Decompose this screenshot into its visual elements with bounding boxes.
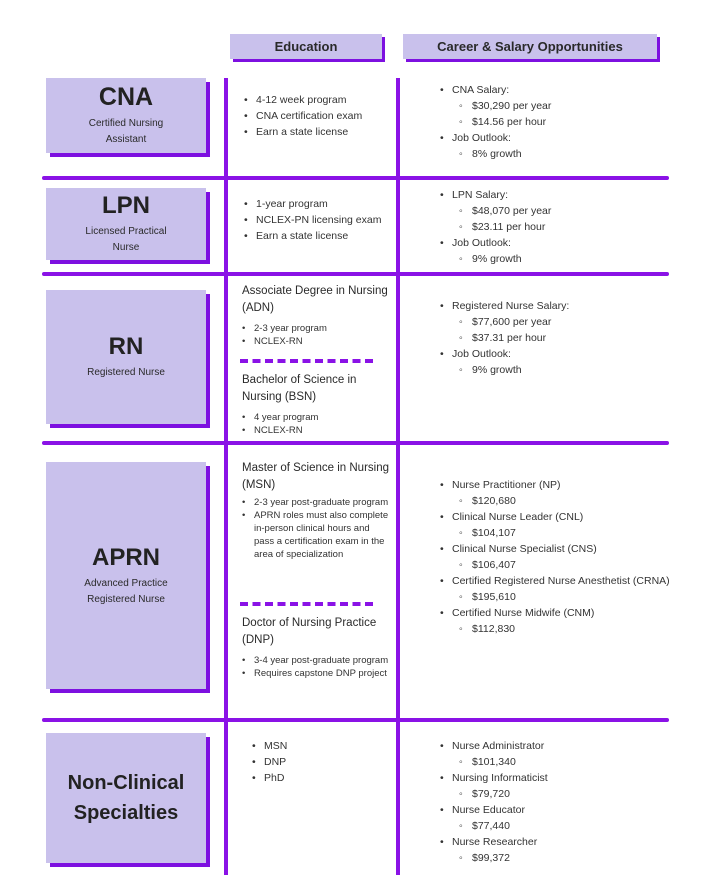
role-full-name: Registered Nurse [87, 367, 165, 378]
list-item: $77,600 per year [440, 314, 680, 330]
education-dnp: Doctor of Nursing Practice (DNP) 3-4 yea… [242, 615, 392, 680]
degree-separator [240, 359, 373, 363]
education-adn: Associate Degree in Nursing (ADN) 2-3 ye… [242, 283, 392, 348]
list-item: $101,340 [440, 754, 680, 770]
list-item: Job Outlook: [440, 130, 680, 146]
column-divider-left [224, 78, 228, 875]
education-msn: Master of Science in Nursing (MSN) 2-3 y… [242, 460, 392, 561]
list-item: $30,290 per year [440, 98, 680, 114]
role-abbr: RN [108, 333, 144, 360]
role-abbr: LPN [102, 192, 150, 219]
list-item: $104,107 [440, 525, 700, 541]
degree-separator [240, 602, 373, 606]
career-list-aprn: Nurse Practitioner (NP) $120,680 Clinica… [440, 477, 700, 637]
list-item: DNP [252, 754, 392, 770]
list-item: $37.31 per hour [440, 330, 680, 346]
list-item: Certified Nurse Midwife (CNM) [440, 605, 700, 621]
role-card-lpn: LPN Licensed Practical Nurse [46, 188, 206, 260]
row-divider [42, 718, 669, 722]
degree-title: Master of Science in Nursing (MSN) [242, 462, 390, 491]
list-item: NCLEX-RN [242, 424, 392, 437]
degree-title: Associate Degree in Nursing (ADN) [242, 285, 388, 314]
list-item: PhD [252, 770, 392, 786]
list-item: $195,610 [440, 589, 700, 605]
row-divider [42, 441, 669, 445]
list-item: 3-4 year post-graduate program [242, 654, 392, 667]
degree-title: Bachelor of Science in Nursing (BSN) [242, 374, 357, 403]
role-card-aprn: APRN Advanced Practice Registered Nurse [46, 462, 206, 689]
list-item: Nurse Educator [440, 802, 680, 818]
row-divider [42, 272, 669, 276]
list-item: 8% growth [440, 146, 680, 162]
list-item: 2-3 year program [242, 322, 392, 335]
list-item: MSN [252, 738, 392, 754]
list-item: Certified Registered Nurse Anesthetist (… [440, 573, 700, 589]
list-item: LPN Salary: [440, 187, 680, 203]
education-header: Education [230, 34, 382, 59]
education-bsn: Bachelor of Science in Nursing (BSN) 4 y… [242, 372, 392, 437]
list-item: Nurse Practitioner (NP) [440, 477, 700, 493]
list-item: Clinical Nurse Specialist (CNS) [440, 541, 700, 557]
list-item: $23.11 per hour [440, 219, 680, 235]
list-item: $106,407 [440, 557, 700, 573]
column-divider-right [396, 78, 400, 875]
list-item: 2-3 year post-graduate program [242, 496, 392, 509]
role-abbr: CNA [98, 83, 154, 111]
education-list-cna: 4-12 week program CNA certification exam… [244, 92, 394, 140]
list-item: APRN roles must also complete in-person … [242, 509, 392, 561]
list-item: CNA certification exam [244, 108, 394, 124]
education-list-non-clinical: MSN DNP PhD [252, 738, 392, 786]
role-card-cna: CNA Certified Nursing Assistant [46, 78, 206, 153]
role-abbr: APRN [91, 543, 160, 571]
list-item: 9% growth [440, 362, 680, 378]
career-list-non-clinical: Nurse Administrator $101,340 Nursing Inf… [440, 738, 680, 866]
role-full-name: Licensed Practical Nurse [85, 226, 167, 253]
list-item: CNA Salary: [440, 82, 680, 98]
education-list-lpn: 1-year program NCLEX-PN licensing exam E… [244, 196, 394, 244]
list-item: $120,680 [440, 493, 700, 509]
role-abbr: Non-Clinical Specialties [67, 772, 185, 824]
role-full-name: Certified Nursing Assistant [88, 118, 164, 145]
career-list-cna: CNA Salary: $30,290 per year $14.56 per … [440, 82, 680, 162]
career-header: Career & Salary Opportunities [403, 34, 657, 59]
list-item: 1-year program [244, 196, 394, 212]
list-item: $14.56 per hour [440, 114, 680, 130]
list-item: Registered Nurse Salary: [440, 298, 680, 314]
list-item: $112,830 [440, 621, 700, 637]
list-item: Requires capstone DNP project [242, 667, 392, 680]
list-item: 9% growth [440, 251, 680, 267]
list-item: Job Outlook: [440, 235, 680, 251]
career-list-rn: Registered Nurse Salary: $77,600 per yea… [440, 298, 680, 378]
role-card-non-clinical: Non-Clinical Specialties [46, 733, 206, 863]
list-item: Earn a state license [244, 124, 394, 140]
list-item: Nursing Informaticist [440, 770, 680, 786]
list-item: $77,440 [440, 818, 680, 834]
list-item: Nurse Researcher [440, 834, 680, 850]
degree-title: Doctor of Nursing Practice (DNP) [242, 617, 377, 646]
list-item: Job Outlook: [440, 346, 680, 362]
list-item: $99,372 [440, 850, 680, 866]
list-item: $79,720 [440, 786, 680, 802]
role-card-rn: RN Registered Nurse [46, 290, 206, 424]
list-item: Nurse Administrator [440, 738, 680, 754]
list-item: NCLEX-PN licensing exam [244, 212, 394, 228]
list-item: 4 year program [242, 411, 392, 424]
list-item: $48,070 per year [440, 203, 680, 219]
list-item: 4-12 week program [244, 92, 394, 108]
list-item: Earn a state license [244, 228, 394, 244]
role-full-name: Advanced Practice Registered Nurse [84, 577, 168, 605]
list-item: Clinical Nurse Leader (CNL) [440, 509, 700, 525]
list-item: NCLEX-RN [242, 335, 392, 348]
career-list-lpn: LPN Salary: $48,070 per year $23.11 per … [440, 187, 680, 267]
row-divider [42, 176, 669, 180]
